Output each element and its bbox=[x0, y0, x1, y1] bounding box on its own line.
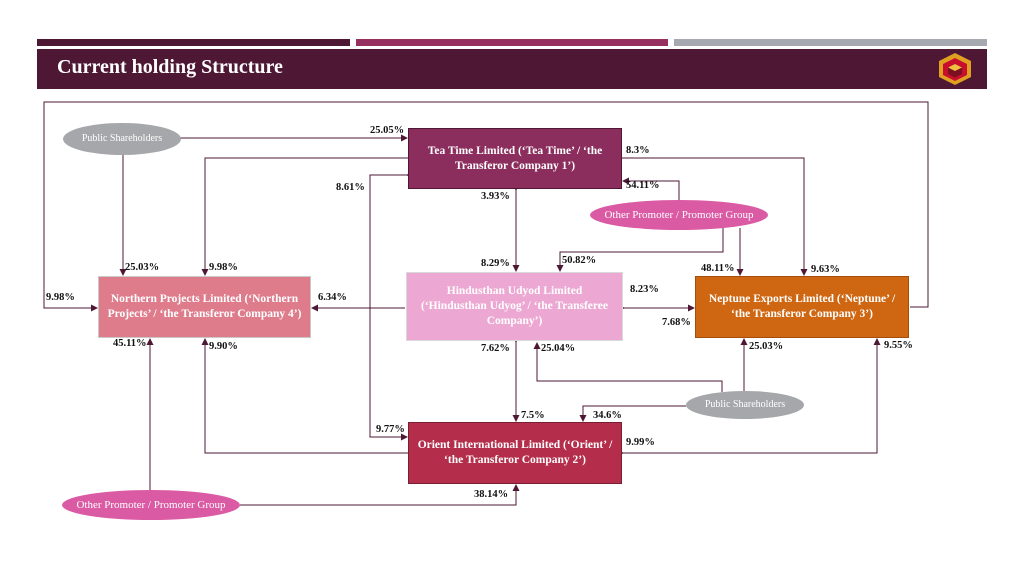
page-title: Current holding Structure bbox=[57, 56, 283, 78]
oval-public-shareholders-top: Public Shareholders bbox=[63, 123, 181, 155]
pct-label: 8.29% bbox=[481, 258, 510, 269]
cube-logo-icon bbox=[939, 53, 971, 85]
pct-label: 7.5% bbox=[521, 410, 545, 421]
pct-label: 8.23% bbox=[630, 284, 659, 295]
header-stripe-1 bbox=[37, 39, 350, 46]
pct-label: 9.98% bbox=[46, 292, 75, 303]
pct-label: 50.82% bbox=[562, 255, 597, 266]
pct-label: 9.77% bbox=[376, 424, 405, 435]
oval-other-promoter-bottom: Other Promoter / Promoter Group bbox=[62, 490, 240, 520]
oval-other-promoter-right: Other Promoter / Promoter Group bbox=[590, 200, 768, 230]
pct-label: 9.63% bbox=[811, 264, 840, 275]
pct-label: 9.99% bbox=[626, 437, 655, 448]
oval-public-shareholders-bottom: Public Shareholders bbox=[686, 391, 804, 419]
entity-tea-time: Tea Time Limited (‘Tea Time’ / ‘the Tran… bbox=[408, 128, 622, 189]
header-stripe-2 bbox=[356, 39, 668, 46]
pct-label: 25.04% bbox=[541, 343, 576, 354]
title-bar: Current holding Structure bbox=[37, 49, 987, 89]
entity-hindusthan-udyog: Hindusthan Udyod Limited (‘Hindusthan Ud… bbox=[406, 272, 623, 341]
pct-label: 7.68% bbox=[662, 317, 691, 328]
entity-neptune-exports: Neptune Exports Limited (‘Neptune’ / ‘th… bbox=[695, 276, 909, 338]
entity-orient-international: Orient International Limited (‘Orient’ /… bbox=[408, 422, 622, 484]
pct-label: 25.03% bbox=[749, 341, 784, 352]
pct-label: 25.05% bbox=[370, 125, 405, 136]
pct-label: 48.11% bbox=[701, 263, 735, 274]
pct-label: 34.6% bbox=[593, 410, 622, 421]
pct-label: 54.11% bbox=[626, 180, 660, 191]
pct-label: 6.34% bbox=[318, 292, 347, 303]
pct-label: 38.14% bbox=[474, 489, 509, 500]
pct-label: 3.93% bbox=[481, 191, 510, 202]
pct-label: 9.55% bbox=[884, 340, 913, 351]
header-stripe-3 bbox=[674, 39, 987, 46]
pct-label: 8.3% bbox=[626, 145, 650, 156]
pct-label: 9.98% bbox=[209, 262, 238, 273]
pct-label: 8.61% bbox=[336, 182, 365, 193]
pct-label: 45.11% bbox=[113, 338, 147, 349]
pct-label: 25.03% bbox=[125, 262, 160, 273]
entity-northern-projects: Northern Projects Limited (‘Northern Pro… bbox=[98, 276, 311, 338]
pct-label: 7.62% bbox=[481, 343, 510, 354]
pct-label: 9.90% bbox=[209, 341, 238, 352]
